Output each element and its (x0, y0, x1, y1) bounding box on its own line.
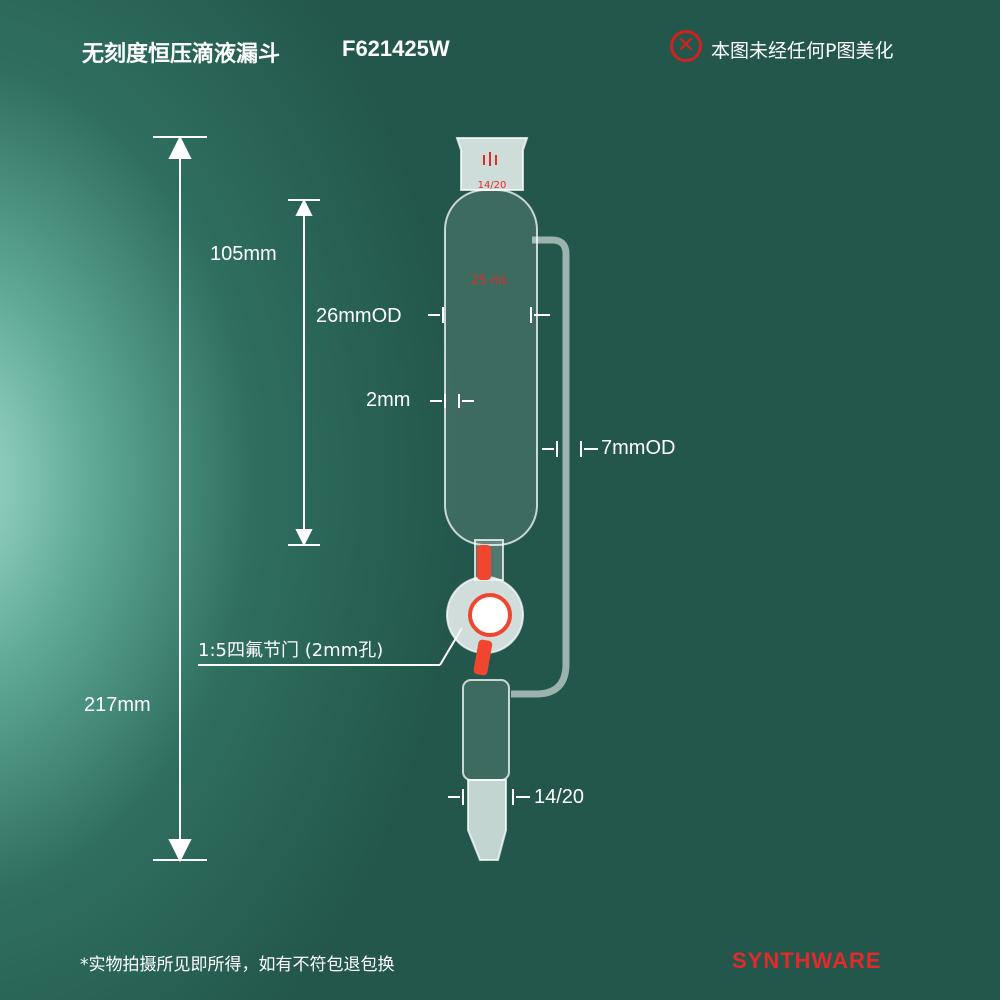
disclaimer: *实物拍摄所见即所得，如有不符包退包换 (80, 955, 395, 975)
arrow-up-icon (168, 135, 192, 159)
pressure-equalizing-arm (511, 236, 570, 698)
volume-marking: 25 mL (471, 273, 509, 287)
product-code: F621425W (342, 36, 450, 61)
brand-logo: SYNTHWARE (732, 948, 882, 973)
funnel-body (444, 189, 538, 546)
no-retouch-note: 本图未经任何P图美化 (711, 40, 894, 62)
dim-stopcock: 1:5四氟节门 (2mm孔) (198, 640, 384, 661)
top-joint (455, 137, 529, 191)
dim-joint: 14/20 (534, 786, 585, 808)
brand-logo-icon (483, 152, 497, 166)
dim-body-length: 105mm (210, 243, 277, 265)
product-title: 无刻度恒压滴液漏斗 (82, 42, 281, 67)
dim-total-height: 217mm (84, 694, 151, 716)
dim-wall: 2mm (366, 389, 411, 411)
stopcock-handle (468, 593, 512, 637)
lower-stem (462, 679, 510, 781)
ptfe-plug (477, 545, 491, 580)
joint-marking: 14/20 (478, 180, 507, 191)
bottom-joint (467, 779, 507, 861)
dim-body-od: 26mmOD (316, 305, 402, 327)
x-circle-icon: ✕ (670, 30, 702, 62)
arrow-down-icon (168, 839, 192, 863)
dim-side-tube: 7mmOD (601, 437, 676, 459)
